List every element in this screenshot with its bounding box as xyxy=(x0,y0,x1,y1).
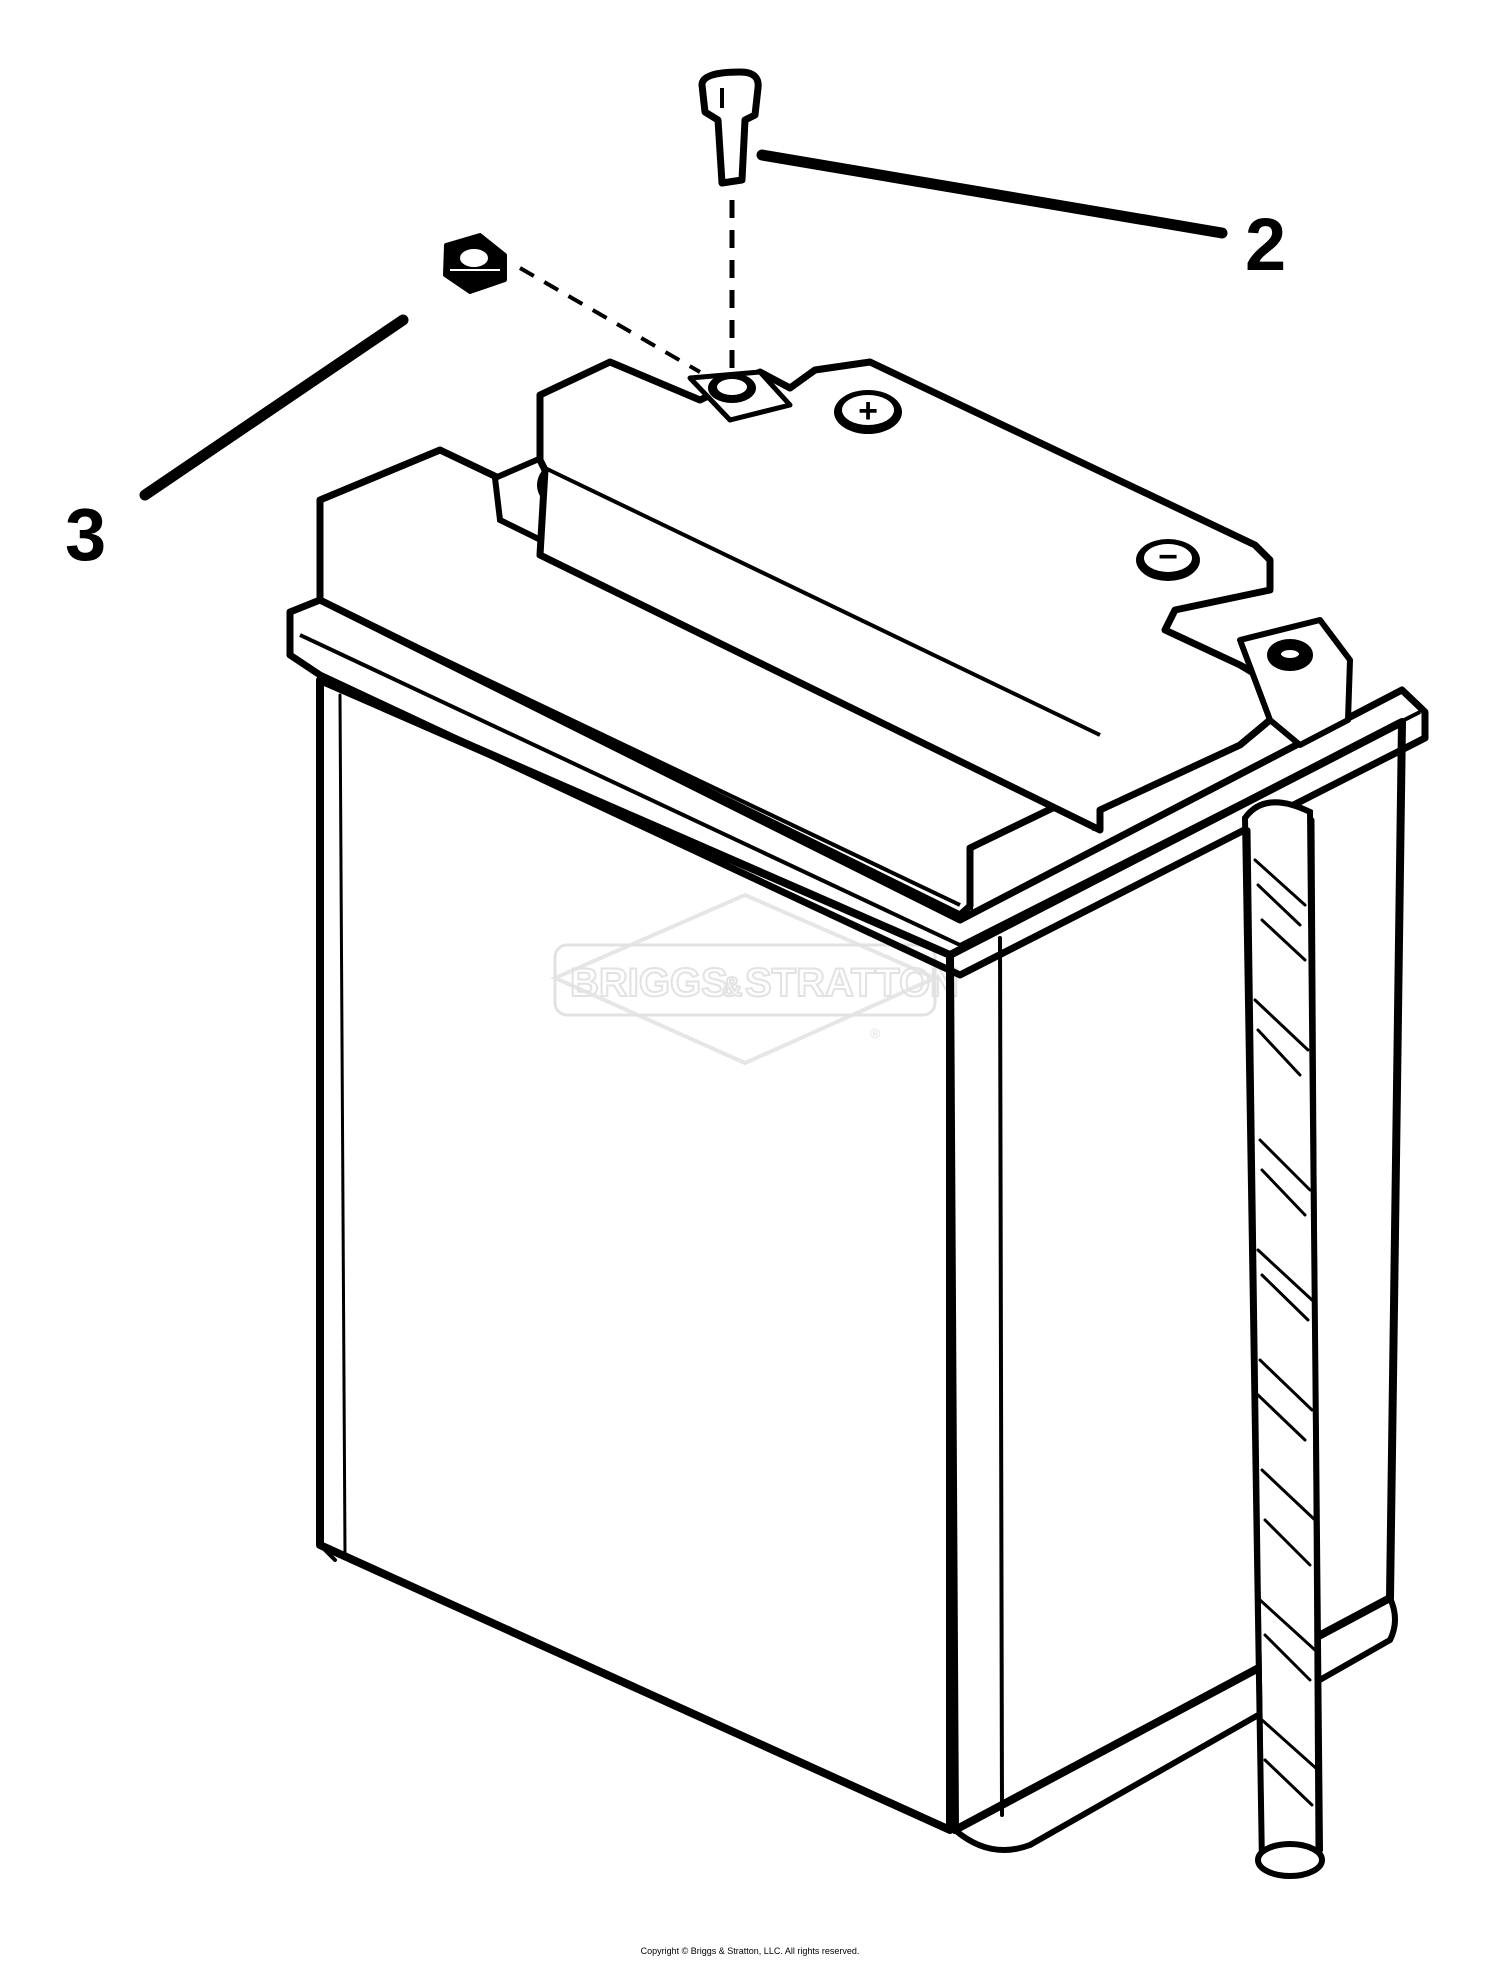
negative-post xyxy=(1237,617,1353,748)
briggs-stratton-watermark: BRIGGS & STRATTON ® xyxy=(550,892,960,1066)
callout-3-leader xyxy=(139,314,409,501)
negative-symbol: − xyxy=(1158,538,1178,576)
copyright-notice: Copyright © Briggs & Stratton, LLC. All … xyxy=(640,1946,860,1956)
callout-3-label: 3 xyxy=(65,493,106,576)
bolt-hole xyxy=(708,373,756,403)
watermark-text-right: STRATTON xyxy=(745,961,959,1005)
watermark-text-left: BRIGGS xyxy=(570,961,728,1005)
positive-terminal: + xyxy=(834,390,902,434)
battery-left-face xyxy=(316,676,954,1834)
positive-symbol: + xyxy=(858,392,878,430)
callout-2-label: 2 xyxy=(1245,203,1286,286)
vent-tube xyxy=(1241,799,1325,1879)
nut xyxy=(443,233,507,294)
watermark-registered: ® xyxy=(870,1025,881,1041)
watermark-ampersand: & xyxy=(722,971,742,1002)
bolt xyxy=(698,68,762,187)
callout-2-leader xyxy=(756,149,1228,239)
nut-centerline xyxy=(518,266,702,374)
terminal-strip xyxy=(536,358,1274,834)
negative-terminal: − xyxy=(1136,538,1200,581)
